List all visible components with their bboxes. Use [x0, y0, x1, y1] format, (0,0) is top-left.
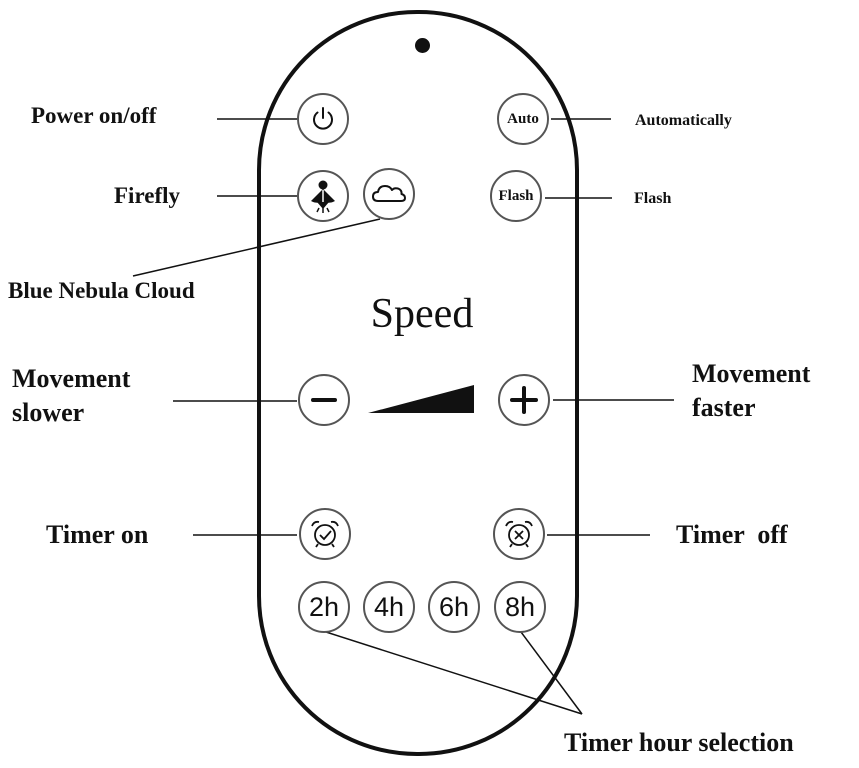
- power-icon: [313, 107, 333, 130]
- firefly-button[interactable]: [297, 170, 349, 222]
- ir-emitter-dot: [415, 38, 430, 53]
- remote-body: [257, 10, 579, 756]
- auto-button[interactable]: Auto: [497, 93, 549, 145]
- label-timer-hour-selection: Timer hour selection: [564, 728, 794, 757]
- label-timer-off: Timer off: [676, 520, 788, 549]
- leader-blue-nebula: [132, 218, 381, 277]
- flash-button[interactable]: Flash: [490, 170, 542, 222]
- label-movement-faster-line1: Movement: [692, 359, 811, 388]
- leader-hour-2h: [325, 631, 583, 715]
- flash-button-label: Flash: [498, 187, 534, 204]
- timer-8h-button[interactable]: 8h: [494, 581, 546, 633]
- label-flash: Flash: [634, 190, 672, 207]
- timer-6h-button[interactable]: 6h: [428, 581, 480, 633]
- timer-4h-button[interactable]: 4h: [363, 581, 415, 633]
- label-movement-faster-line2: faster: [692, 393, 756, 422]
- label-firefly: Firefly: [114, 183, 180, 208]
- timer-2h-button[interactable]: 2h: [298, 581, 350, 633]
- alarm-clock-x-icon: [505, 520, 533, 548]
- label-power: Power on/off: [31, 103, 157, 128]
- timer-4h-label: 4h: [373, 591, 405, 622]
- firefly-icon: [311, 180, 335, 213]
- movement-faster-button[interactable]: [498, 374, 550, 426]
- power-button[interactable]: [297, 93, 349, 145]
- label-movement-slower-line2: slower: [12, 398, 85, 427]
- alarm-clock-check-icon: [311, 520, 339, 548]
- speed-ramp-indicator: [368, 385, 474, 413]
- auto-button-label: Auto: [507, 110, 539, 127]
- plus-icon: [510, 386, 538, 414]
- timer-on-button[interactable]: [299, 508, 351, 560]
- label-blue-nebula-cloud: Blue Nebula Cloud: [8, 278, 195, 303]
- label-automatically: Automatically: [635, 112, 732, 129]
- timer-6h-label: 6h: [438, 591, 470, 622]
- movement-slower-button[interactable]: [298, 374, 350, 426]
- timer-off-button[interactable]: [493, 508, 545, 560]
- minus-icon: [311, 398, 337, 402]
- speed-title: Speed: [370, 291, 474, 337]
- leader-hour-8h: [520, 631, 583, 715]
- label-movement-slower-line1: Movement: [12, 364, 131, 393]
- label-timer-on: Timer on: [46, 520, 149, 549]
- timer-8h-label: 8h: [504, 591, 536, 622]
- cloud-icon: [372, 185, 406, 202]
- timer-2h-label: 2h: [308, 591, 340, 622]
- blue-nebula-cloud-button[interactable]: [363, 168, 415, 220]
